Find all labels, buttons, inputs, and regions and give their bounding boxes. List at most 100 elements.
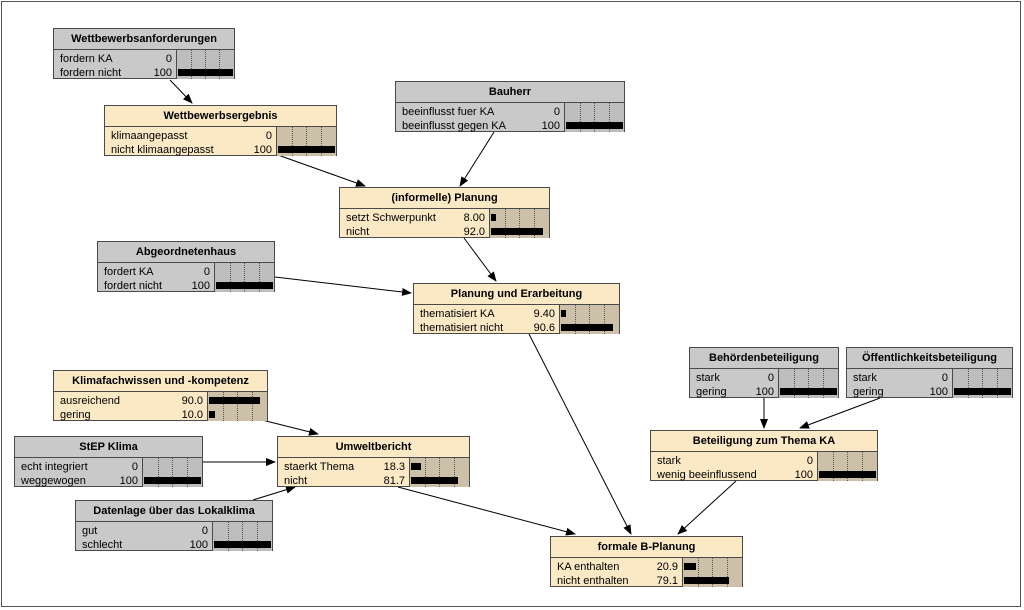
belief-bar bbox=[684, 577, 729, 584]
belief-bar bbox=[278, 146, 335, 153]
belief-bar bbox=[684, 563, 696, 570]
state-label: stark bbox=[657, 455, 681, 467]
edge-informelle-planung-planung-erarbeitung bbox=[463, 237, 497, 282]
bar-gridline bbox=[604, 305, 605, 334]
bar-gridline bbox=[847, 452, 848, 481]
state-row[interactable]: stark 0 bbox=[657, 454, 813, 468]
state-value: 8.00 bbox=[463, 212, 485, 224]
belief-bar bbox=[491, 214, 496, 221]
bar-gridline bbox=[534, 209, 535, 238]
belief-bar bbox=[411, 477, 458, 484]
bar-gridline bbox=[259, 263, 260, 292]
bar-gridline bbox=[242, 522, 243, 551]
state-value: 90.0 bbox=[181, 395, 203, 407]
state-value: 20.9 bbox=[656, 561, 678, 573]
state-value: 0 bbox=[201, 525, 208, 537]
node-title: Wettbewerbsergebnis bbox=[105, 106, 336, 127]
bar-gridline bbox=[292, 127, 293, 156]
bar-gridline bbox=[228, 522, 229, 551]
bar-gridline bbox=[862, 452, 863, 481]
state-label: stark bbox=[853, 372, 877, 384]
state-label: thematisiert nicht bbox=[420, 322, 504, 334]
state-label: echt integriert bbox=[21, 461, 88, 473]
node-title: Umweltbericht bbox=[278, 437, 469, 458]
bar-gridline bbox=[808, 369, 809, 398]
state-row[interactable]: stark 0 bbox=[853, 371, 948, 385]
bar-gridline bbox=[257, 522, 258, 551]
bar-gridline bbox=[306, 127, 307, 156]
bar-gridline bbox=[712, 558, 713, 587]
state-value: 81.7 bbox=[383, 475, 405, 487]
state-value: 100 bbox=[191, 280, 210, 292]
bar-gridline bbox=[580, 103, 581, 132]
state-value: 0 bbox=[806, 455, 813, 467]
state-row[interactable]: gut 0 bbox=[82, 524, 208, 538]
edge-planung-erarbeitung-formale-bplanung bbox=[528, 333, 632, 535]
node-title: Datenlage über das Lokalklima bbox=[76, 501, 272, 522]
node-belief-bars bbox=[817, 452, 877, 481]
bar-gridline bbox=[594, 103, 595, 132]
belief-bar bbox=[954, 388, 1011, 395]
edge-wettbewerbsanforderungen-wettbewerbsergebnis bbox=[169, 79, 193, 104]
belief-bar bbox=[491, 228, 543, 235]
bar-gridline bbox=[575, 305, 576, 334]
node-belief-bars bbox=[212, 522, 272, 551]
state-value: 0 bbox=[941, 372, 948, 384]
state-value: 100 bbox=[119, 475, 138, 487]
state-label: gut bbox=[82, 525, 98, 537]
node-title: Behördenbeteiligung bbox=[690, 348, 838, 369]
